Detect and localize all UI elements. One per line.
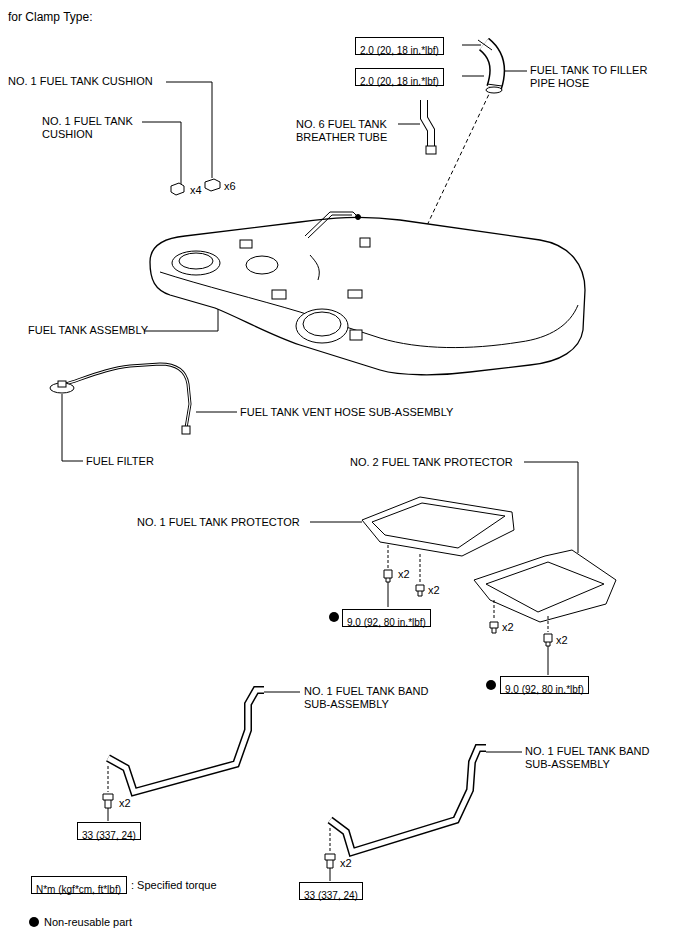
vent-hose xyxy=(50,364,190,434)
legend-torque-box: N*m (kgf*cm, ft*lbf) xyxy=(31,876,127,894)
torque-box: 2.0 (20, 18 in.*lbf) xyxy=(355,68,444,86)
quantity-label: x2 xyxy=(398,568,410,581)
legend-text: : Specified torque xyxy=(131,879,217,892)
part-label: NO. 6 FUEL TANK BREATHER TUBE xyxy=(296,118,406,144)
fuel-tank-protectors xyxy=(362,497,616,675)
torque-value: 9.0 (92, 80 in.*lbf) xyxy=(347,617,426,629)
legend-text: Non-reusable part xyxy=(44,916,132,929)
torque-value: 2.0 (20, 18 in.*lbf) xyxy=(360,45,439,57)
legend-dot xyxy=(29,917,39,927)
diagram-title: for Clamp Type: xyxy=(8,10,92,24)
part-label: NO. 1 FUEL TANK BAND SUB-ASSEMBLY xyxy=(525,745,675,771)
part-label: FUEL TANK ASSEMBLY xyxy=(28,324,148,337)
part-label: NO. 1 FUEL TANK BAND SUB-ASSEMBLY xyxy=(304,685,454,711)
quantity-label: x2 xyxy=(502,621,514,634)
torque-box: 9.0 (92, 80 in.*lbf) xyxy=(342,609,431,627)
part-label: FUEL FILTER xyxy=(86,455,154,468)
torque-box: 2.0 (20, 18 in.*lbf) xyxy=(355,37,444,55)
torque-box: 9.0 (92, 80 in.*lbf) xyxy=(500,676,589,694)
part-label: NO. 1 FUEL TANK PROTECTOR xyxy=(137,516,300,529)
part-label: NO. 2 FUEL TANK PROTECTOR xyxy=(350,456,513,469)
filler-hose xyxy=(478,40,502,93)
torque-box: 33 (337, 24) xyxy=(299,882,363,900)
part-label: FUEL TANK VENT HOSE SUB-ASSEMBLY xyxy=(240,406,453,419)
fuel-tank-bands xyxy=(103,690,486,881)
part-label: FUEL TANK TO FILLER PIPE HOSE xyxy=(530,64,665,90)
torque-value: 9.0 (92, 80 in.*lbf) xyxy=(505,684,584,696)
torque-value: 33 (337, 24) xyxy=(82,830,136,842)
quantity-label: x4 xyxy=(190,184,202,197)
part-label: NO. 1 FUEL TANK CUSHION xyxy=(8,75,153,88)
leader-lines xyxy=(62,45,578,752)
breather-tube xyxy=(424,100,436,154)
quantity-label: x6 xyxy=(224,180,236,193)
quantity-label: x2 xyxy=(340,857,352,870)
fuel-tank xyxy=(150,212,585,375)
torque-value: 33 (337, 24) xyxy=(304,890,358,902)
part-label: NO. 1 FUEL TANK CUSHION xyxy=(42,115,152,141)
quantity-label: x2 xyxy=(119,797,131,810)
torque-box: 33 (337, 24) xyxy=(77,822,141,840)
quantity-label: x2 xyxy=(556,634,568,647)
torque-value: N*m (kgf*cm, ft*lbf) xyxy=(36,884,121,896)
quantity-label: x2 xyxy=(428,584,440,597)
torque-value: 2.0 (20, 18 in.*lbf) xyxy=(360,76,439,88)
